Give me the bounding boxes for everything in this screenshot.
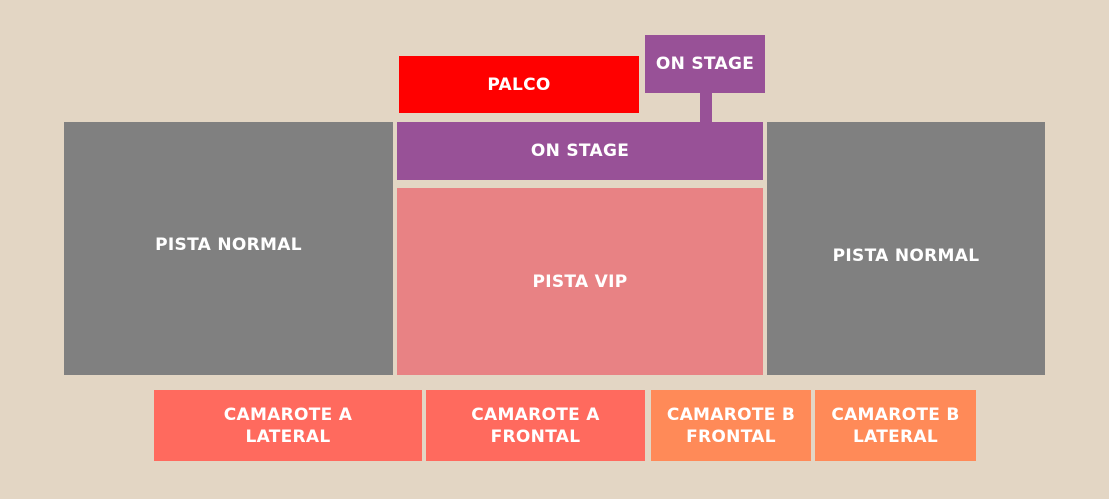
pista-normal-right-label: PISTA NORMAL (832, 245, 980, 266)
pista-vip-zone[interactable]: PISTA VIP (397, 188, 763, 375)
palco-zone[interactable]: PALCO (399, 56, 639, 113)
camarote-a-lateral-label: CAMAROTE A LATERAL (223, 404, 353, 447)
pista-normal-right-zone[interactable]: PISTA NORMAL (767, 122, 1045, 375)
camarote-b-lateral-zone[interactable]: CAMAROTE B LATERAL (815, 390, 976, 461)
on-stage-label: ON STAGE (530, 141, 630, 161)
pista-normal-left-zone[interactable]: PISTA NORMAL (64, 122, 393, 375)
camarote-b-lateral-label: CAMAROTE B LATERAL (831, 404, 960, 447)
pista-normal-left-label: PISTA NORMAL (155, 234, 302, 255)
camarote-a-frontal-label: CAMAROTE A FRONTAL (471, 404, 600, 447)
on-stage-zone[interactable]: ON STAGE (397, 122, 763, 180)
camarote-a-lateral-zone[interactable]: CAMAROTE A LATERAL (154, 390, 422, 461)
camarote-b-frontal-label: CAMAROTE B FRONTAL (666, 404, 796, 447)
camarote-a-frontal-zone[interactable]: CAMAROTE A FRONTAL (426, 390, 645, 461)
pista-vip-label: PISTA VIP (532, 271, 628, 292)
on-stage-tag-label: ON STAGE (655, 54, 755, 74)
on-stage-connector (700, 93, 712, 122)
camarote-b-frontal-zone[interactable]: CAMAROTE B FRONTAL (651, 390, 811, 461)
palco-label: PALCO (487, 74, 551, 95)
on-stage-tag[interactable]: ON STAGE (645, 35, 765, 93)
